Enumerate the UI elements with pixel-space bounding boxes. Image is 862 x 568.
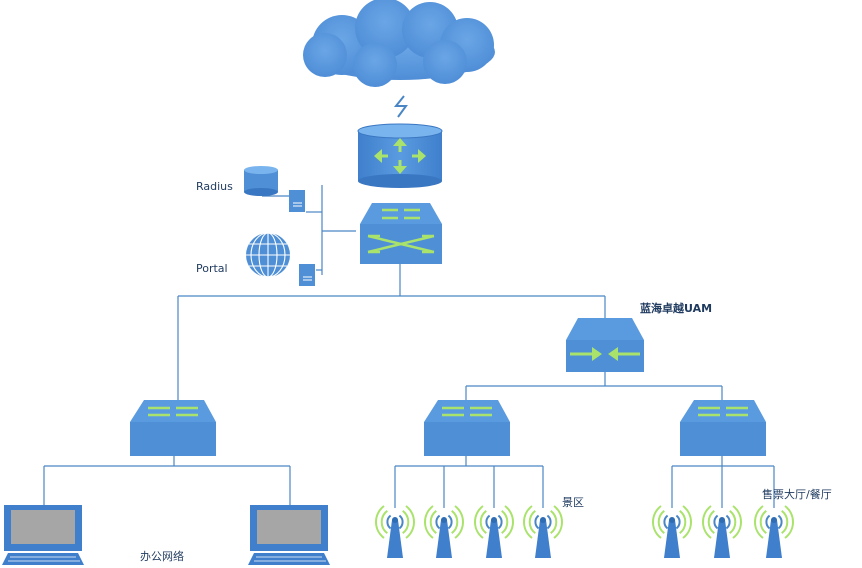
radius-label: Radius <box>196 180 233 193</box>
wireless-ap-icon <box>523 505 563 558</box>
switch-icon <box>680 400 766 456</box>
monitor-icon <box>2 505 84 565</box>
wireless-ap-icon <box>474 505 514 558</box>
lightning-icon <box>393 95 408 118</box>
cloud-icon <box>303 0 495 87</box>
wireless-ap-icon <box>424 505 464 558</box>
access-points <box>375 505 794 558</box>
wireless-ap-icon <box>702 505 742 558</box>
connection-lines <box>43 185 775 508</box>
office-network-label: 办公网络 <box>140 550 184 563</box>
gateway-icon <box>566 318 644 372</box>
globe-icon <box>246 232 290 278</box>
server-box-icon <box>289 190 305 212</box>
ticket-hall-label: 售票大厅/餐厅 <box>762 488 832 501</box>
core-switch-icon <box>360 203 442 264</box>
router-icon <box>357 123 443 188</box>
wireless-ap-icon <box>754 505 794 558</box>
switch-icon <box>130 400 216 456</box>
wireless-ap-icon <box>375 505 415 558</box>
monitor-icon <box>248 505 330 565</box>
server-box-icon <box>299 264 315 286</box>
scenic-area-label: 景区 <box>562 496 584 509</box>
portal-label: Portal <box>196 262 228 275</box>
switch-icon <box>424 400 510 456</box>
wireless-ap-icon <box>652 505 692 558</box>
database-icon <box>244 166 278 196</box>
uam-label: 蓝海卓越UAM <box>640 302 713 315</box>
